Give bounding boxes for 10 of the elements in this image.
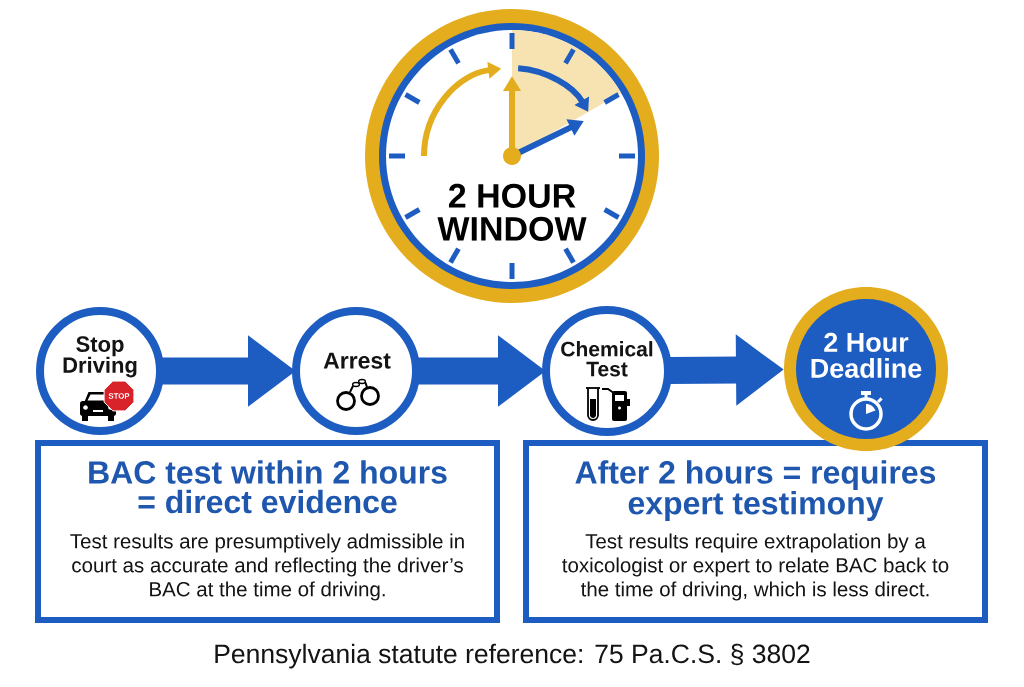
reference-note: Pennsylvania statute reference: 75 Pa.C.S. § 3802 [215, 643, 810, 669]
step-label: Arrest [323, 352, 391, 369]
step-label: 2 Hour Deadline [811, 332, 922, 378]
box-text: Test results require extrapolation by a toxicologist or expert to relate BAC back to the time of driving, which is less direct. [562, 533, 949, 601]
clock-label: 2 HOUR WINDOW [437, 183, 587, 241]
step-label: Chemical Test [561, 341, 653, 377]
box-heading: After 2 hours = requires expert testimony [575, 460, 936, 521]
box-heading: BAC test within 2 hours = direct evidence [89, 460, 447, 514]
box-text: Test results are presumptively admissible in court as accurate and reflecting the driver’s BAC at the time of driving. [70, 533, 464, 601]
step-label: Stop Driving [63, 336, 137, 378]
